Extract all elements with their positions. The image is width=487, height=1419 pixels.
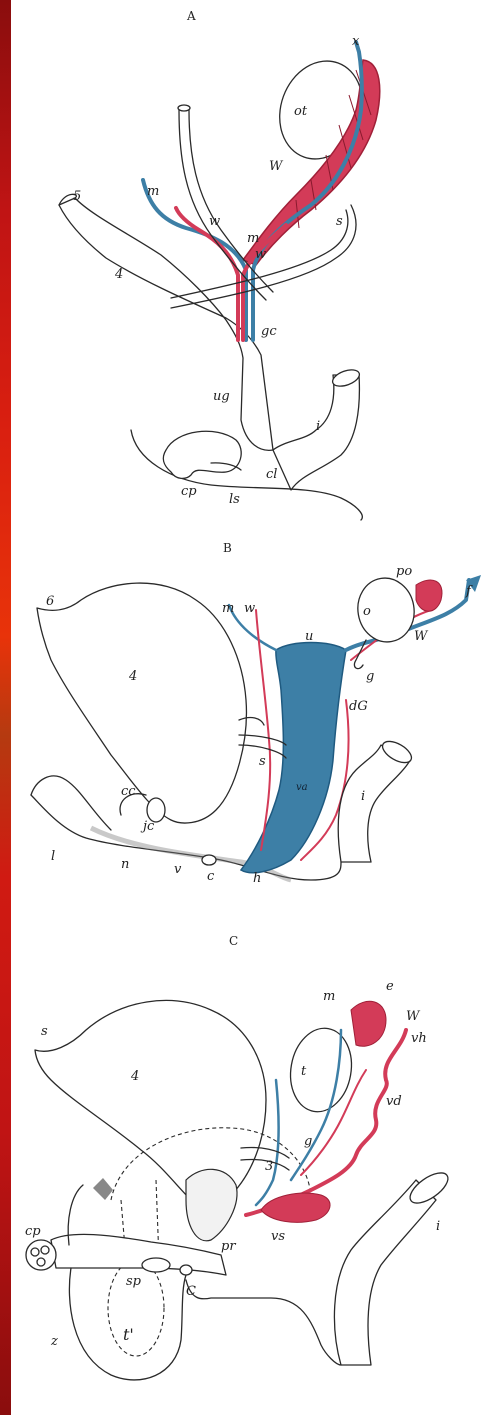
label-i-b: i [361, 789, 365, 804]
panel-c-bladder [35, 1000, 266, 1206]
label-4b: 4 [128, 669, 137, 684]
label-cp: cp [181, 484, 197, 499]
panel-c-epididymis-head [351, 1001, 386, 1046]
panel-c: C [25, 934, 453, 1380]
label-sp: sp [126, 1274, 142, 1289]
panel-a-letter: A [186, 9, 196, 23]
label-vd: vd [386, 1094, 402, 1109]
label-t-prime: t' [123, 1325, 134, 1344]
label-m-center: m [247, 231, 259, 246]
panel-b-tube-s-a [239, 735, 286, 745]
label-w-upper: W [269, 159, 284, 174]
label-dg: dG [349, 699, 368, 714]
label-w-cap: W [414, 629, 429, 644]
panel-b-intestine [338, 745, 409, 862]
label-i-c: i [436, 1219, 440, 1234]
label-ug: ug [213, 389, 230, 404]
label-6: 6 [46, 594, 54, 609]
label-c: c [207, 869, 215, 884]
label-w-center: w [255, 247, 266, 262]
panel-c-floor [186, 1280, 341, 1365]
panel-a-ureter-b [189, 110, 273, 292]
anatomical-figure: A x ot W m w m [11, 0, 487, 1415]
panel-b-floor-left [31, 776, 111, 830]
panel-b-uterus [241, 643, 346, 873]
label-c-cap: C [186, 1284, 196, 1299]
label-i: i [316, 419, 320, 434]
label-cc: cc [121, 784, 136, 799]
panel-b: B 6 4 m w u [31, 541, 481, 886]
label-5: 5 [73, 189, 81, 204]
label-s-b: s [259, 754, 266, 769]
panel-c-dark-mark [93, 1178, 113, 1200]
label-m-c: m [323, 989, 335, 1004]
panel-a-ureter-opening [178, 105, 190, 111]
label-g: g [366, 669, 374, 684]
label-4c: 4 [130, 1069, 139, 1084]
panel-b-bladder [37, 583, 246, 823]
label-v: v [174, 862, 182, 877]
panel-a-cp [163, 431, 241, 478]
label-h: h [253, 871, 261, 886]
label-va: va [296, 782, 308, 793]
panel-c-prostate [186, 1169, 237, 1240]
label-jc: jc [140, 819, 155, 834]
label-ot: ot [294, 104, 308, 119]
panel-a-bladder [59, 198, 273, 450]
panel-b-letter: B [223, 541, 232, 555]
label-u: u [305, 629, 313, 644]
label-pr: pr [221, 1239, 236, 1254]
panel-c-sp [142, 1258, 170, 1272]
label-s-c: s [41, 1024, 48, 1039]
label-4: 4 [114, 267, 123, 282]
panel-b-c-opening [202, 855, 216, 865]
label-x: x [352, 34, 360, 49]
label-m-b: m [222, 601, 234, 616]
label-o: o [363, 604, 371, 619]
label-m-left: m [147, 184, 159, 199]
label-ls: ls [229, 492, 240, 507]
panel-c-letter: C [229, 934, 238, 948]
label-w-left: w [209, 214, 220, 229]
label-s: s [336, 214, 343, 229]
panel-c-intestine [334, 1180, 436, 1365]
side-color-strip [0, 0, 11, 1415]
label-w-c: W [406, 1009, 421, 1024]
label-w-b: w [244, 601, 255, 616]
label-l: l [51, 849, 55, 864]
figure-svg: A x ot W m w m [11, 0, 487, 1415]
panel-c-c-opening [180, 1265, 192, 1275]
label-cp-c: cp [25, 1224, 41, 1239]
label-cl: cl [266, 467, 277, 482]
label-3: 3 [265, 1159, 273, 1174]
panel-c-testis [284, 1023, 358, 1116]
label-n: n [121, 857, 129, 872]
label-z: z [50, 1334, 58, 1349]
label-vh: vh [411, 1031, 427, 1046]
label-gc: gc [261, 324, 277, 339]
panel-a: A x ot W m w m [59, 9, 380, 520]
panel-b-po [416, 580, 442, 611]
label-g-c: g [304, 1134, 312, 1149]
label-po: po [396, 564, 412, 579]
label-t: t [301, 1064, 307, 1079]
panel-c-penis [51, 1234, 226, 1275]
label-vs: vs [271, 1229, 285, 1244]
panel-c-seminal-vesicle [261, 1193, 330, 1222]
label-e: e [386, 979, 394, 994]
